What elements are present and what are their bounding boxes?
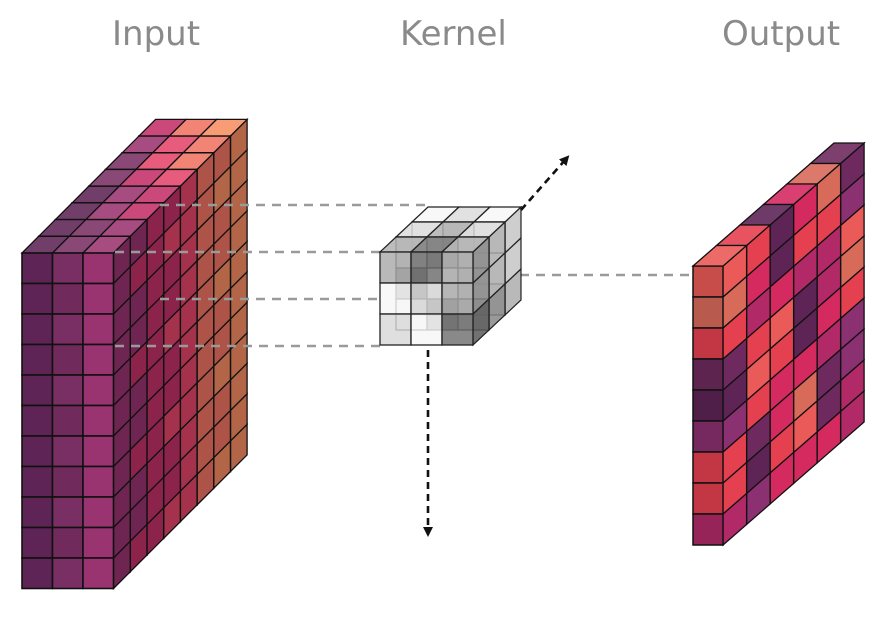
input-voxel-front bbox=[51, 557, 84, 590]
guide-lines bbox=[115, 203, 692, 348]
input-voxel-front bbox=[82, 252, 115, 285]
input-voxel-front bbox=[51, 496, 84, 529]
input-voxel-front bbox=[21, 404, 54, 437]
input-voxel-front bbox=[21, 526, 54, 559]
input-voxel-front bbox=[21, 435, 54, 468]
input-voxel-front bbox=[82, 435, 115, 468]
input-voxel-front bbox=[51, 282, 84, 315]
input-voxel-front bbox=[82, 526, 115, 559]
input-label: Input bbox=[112, 14, 201, 54]
input-voxel-front bbox=[21, 557, 54, 590]
output-voxel-side bbox=[722, 492, 748, 547]
kernel-voxel-front bbox=[379, 313, 412, 346]
kernel-voxel-front bbox=[379, 251, 412, 284]
input-voxel-front bbox=[51, 404, 84, 437]
input-voxel-front bbox=[51, 343, 84, 376]
input-voxel-front bbox=[51, 313, 84, 346]
output-voxel-front bbox=[692, 358, 724, 391]
input-volume bbox=[20, 117, 249, 591]
output-voxel-front bbox=[692, 451, 724, 484]
input-voxel-front bbox=[21, 374, 54, 407]
input-voxel-front bbox=[51, 465, 84, 498]
output-voxel-front bbox=[692, 389, 724, 422]
kernel-voxel-front bbox=[441, 313, 474, 346]
kernel-cube bbox=[378, 205, 523, 347]
input-voxel-front bbox=[82, 282, 115, 315]
input-voxel-front bbox=[51, 252, 84, 285]
kernel-label: Kernel bbox=[400, 14, 507, 54]
output-voxel-front bbox=[692, 327, 724, 360]
kernel-voxel-front bbox=[379, 282, 412, 315]
arrows bbox=[423, 155, 570, 537]
input-voxel-front bbox=[21, 465, 54, 498]
output-voxel-front bbox=[692, 265, 724, 298]
output-voxel-front bbox=[692, 296, 724, 329]
kernel-voxel-front bbox=[410, 282, 443, 315]
input-voxel-front bbox=[21, 343, 54, 376]
input-voxel-front bbox=[21, 313, 54, 346]
kernel-voxel-front bbox=[441, 282, 474, 315]
input-voxel-front bbox=[82, 496, 115, 529]
input-voxel-front bbox=[21, 496, 54, 529]
input-voxel-front bbox=[82, 343, 115, 376]
input-voxel-front bbox=[51, 435, 84, 468]
depth-arrow bbox=[520, 155, 570, 211]
input-voxel-front bbox=[51, 374, 84, 407]
input-voxel-front bbox=[82, 465, 115, 498]
output-voxel-front bbox=[692, 420, 724, 453]
input-voxel-front bbox=[82, 557, 115, 590]
kernel-voxel-front bbox=[441, 251, 474, 284]
input-voxel-front bbox=[82, 404, 115, 437]
kernel-voxel-front bbox=[410, 251, 443, 284]
input-voxel-front bbox=[51, 526, 84, 559]
input-voxel-front bbox=[21, 282, 54, 315]
output-voxel-front bbox=[692, 513, 724, 546]
output-label: Output bbox=[722, 14, 841, 54]
kernel-voxel-front bbox=[410, 313, 443, 346]
input-voxel-front bbox=[82, 313, 115, 346]
output-map bbox=[691, 141, 866, 547]
input-voxel-front bbox=[82, 374, 115, 407]
input-voxel-front bbox=[21, 252, 54, 285]
output-voxel-top bbox=[691, 244, 749, 267]
output-voxel-front bbox=[692, 482, 724, 515]
